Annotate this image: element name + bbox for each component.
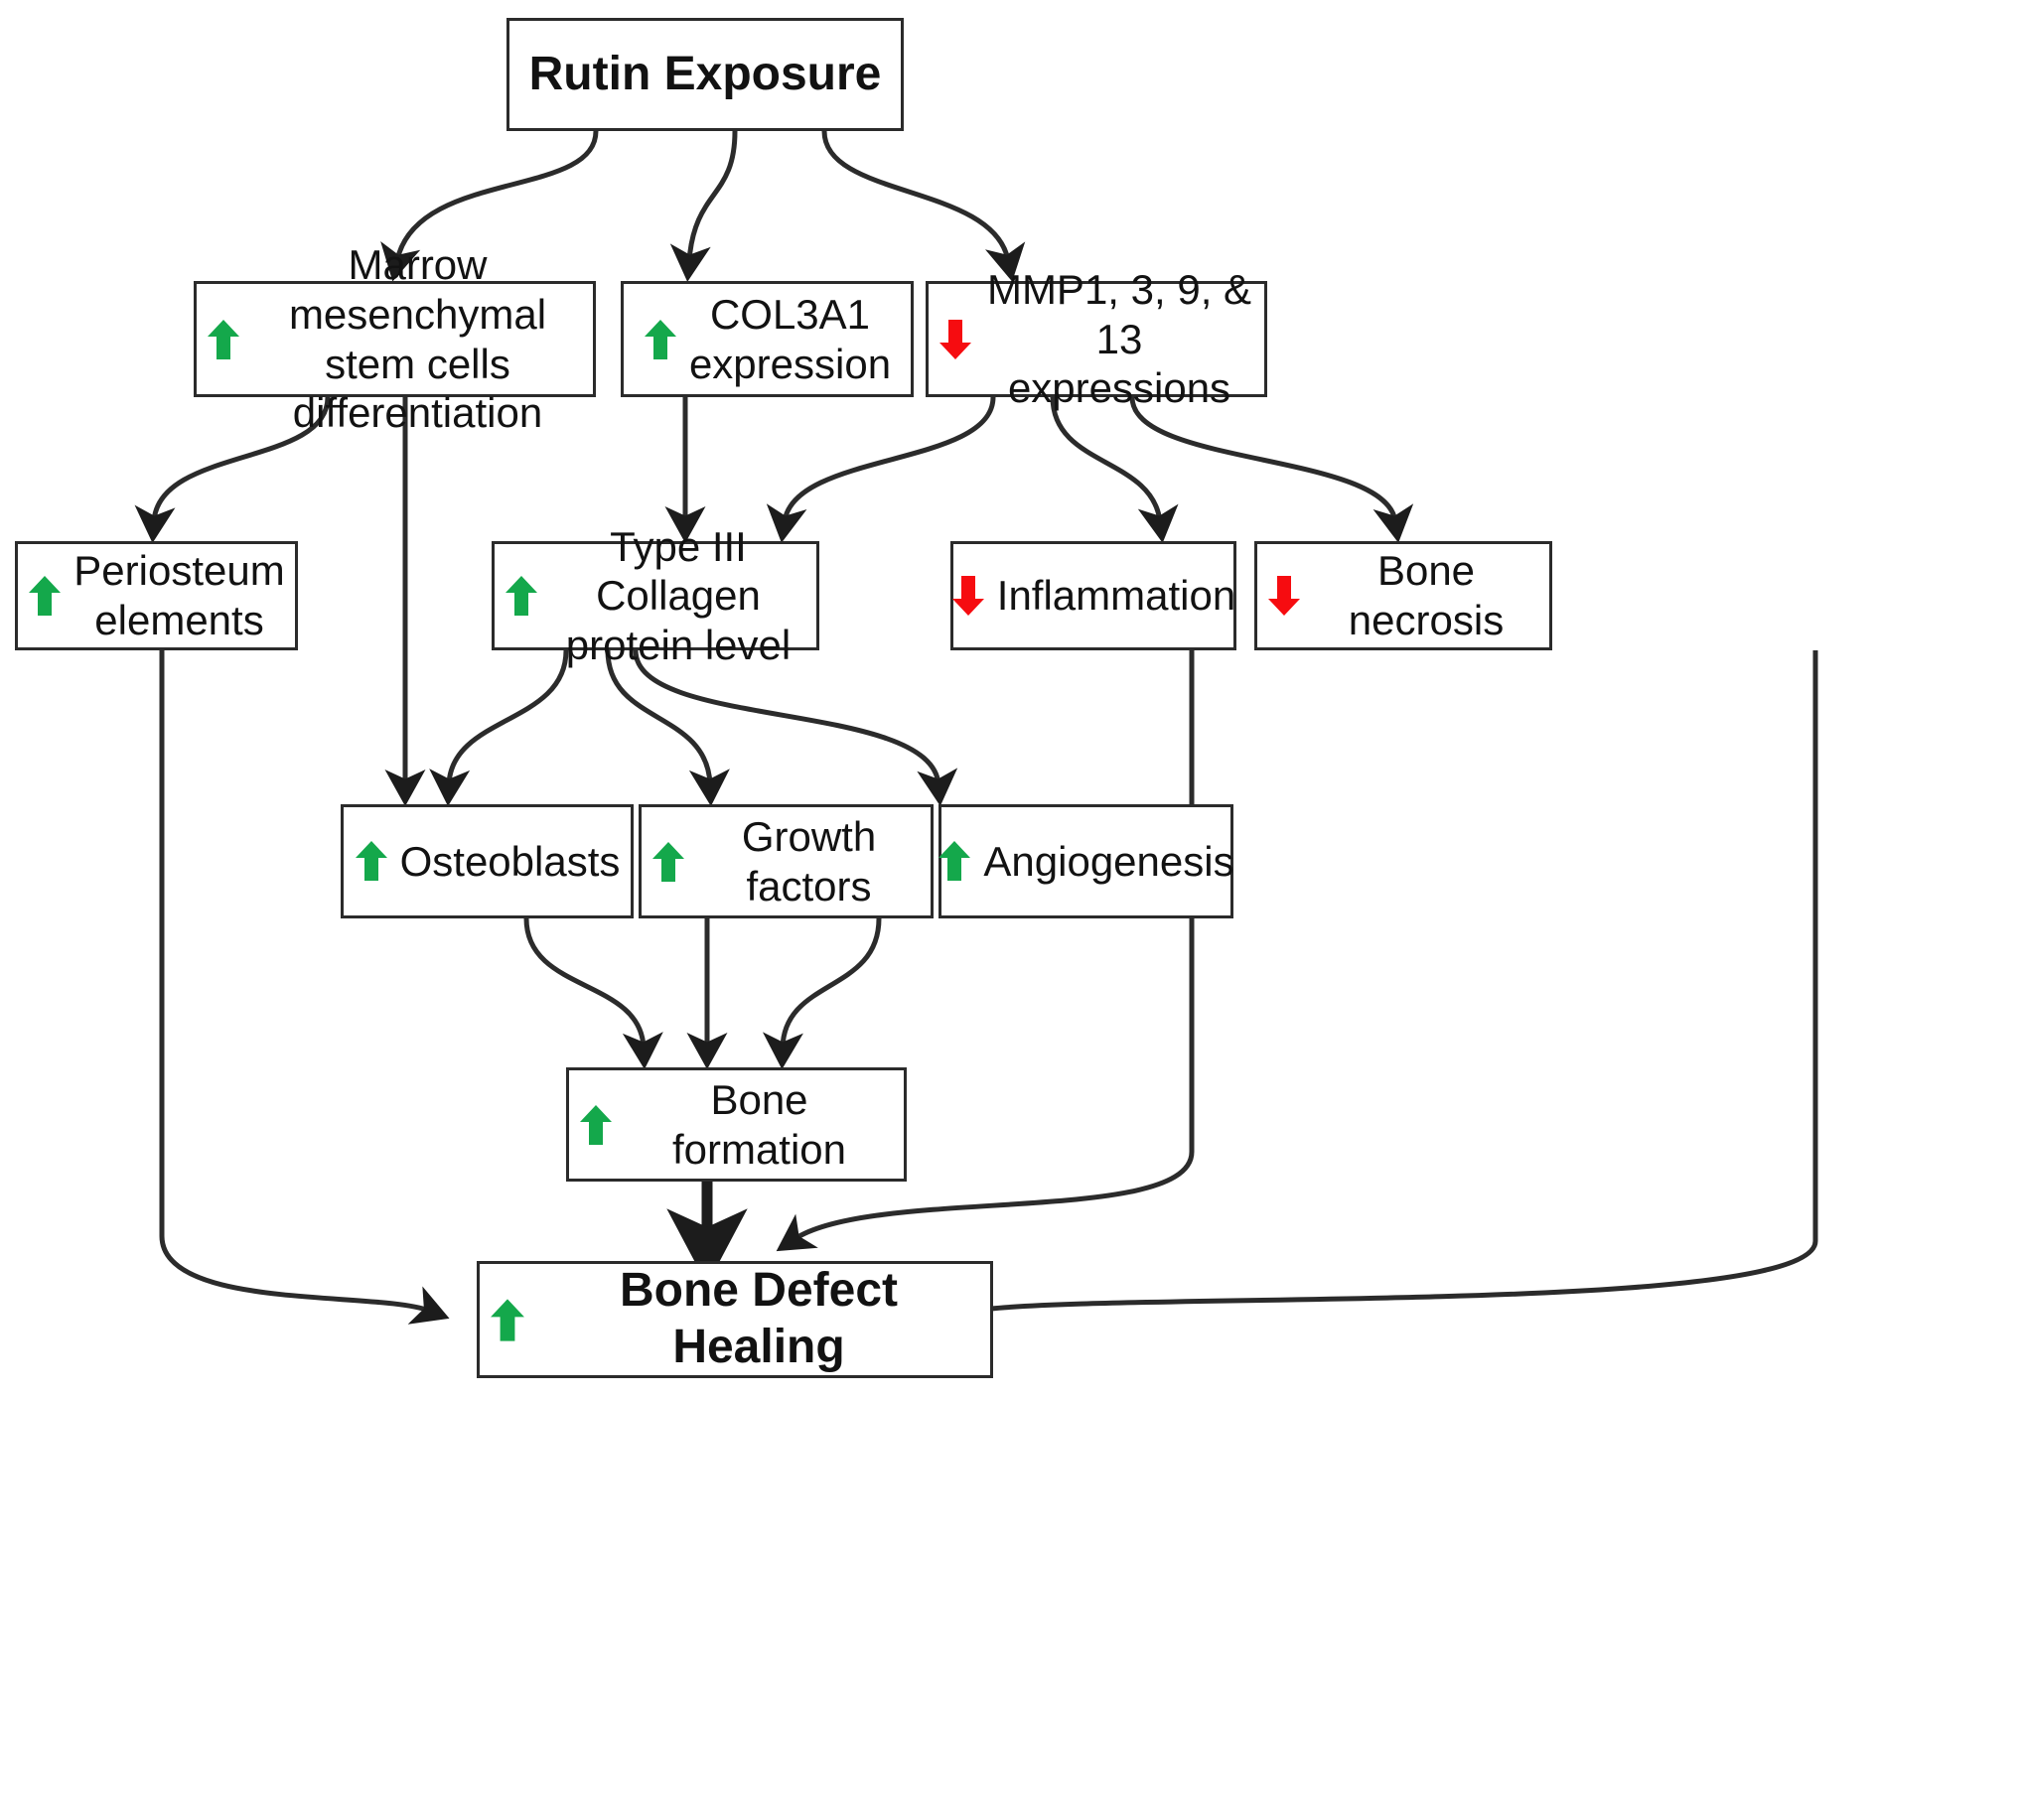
edge-necrosis-to-healing — [951, 650, 1818, 1330]
node-angiogenesis-label: Angiogenesis — [983, 837, 1234, 885]
node-bone-necrosis-label: Bone necrosis — [1348, 547, 1505, 643]
node-marrow-msc-label: Marrow mesenchymal stem cells differenti… — [288, 241, 547, 437]
node-bone-formation[interactable]: Bone formation — [566, 1067, 907, 1182]
node-angiogenesis[interactable]: Angiogenesis — [938, 804, 1234, 918]
red-down-arrow-icon — [938, 319, 972, 360]
edge-rutin-to-col3a1 — [669, 130, 738, 282]
node-bone-defect-healing-label: Bone Defect Healing — [619, 1264, 899, 1373]
edge-osteoblasts-to-formation — [523, 917, 663, 1069]
edge-mmp-to-necrosis — [1129, 396, 1414, 543]
edge-inflammation-to-healing — [776, 650, 1195, 1252]
edge-periosteum-to-healing — [159, 650, 450, 1325]
node-growth-factors[interactable]: Growth factors — [639, 804, 934, 918]
node-growth-factors-label: Growth factors — [741, 812, 877, 910]
edge-mmp-to-inflammation — [1050, 396, 1179, 543]
node-osteoblasts-label: Osteoblasts — [399, 837, 621, 885]
node-type3-collagen-label: Type III Collagen protein level — [565, 522, 792, 668]
edge-collagen-to-osteoblasts — [429, 649, 569, 806]
node-rutin-exposure[interactable]: Rutin Exposure — [506, 18, 904, 131]
green-up-arrow-icon — [579, 1104, 613, 1146]
edge-angiogenesis-to-formation — [762, 917, 882, 1069]
node-rutin-exposure-label: Rutin Exposure — [528, 47, 882, 100]
edge-rutin-to-marrow — [380, 130, 599, 282]
node-marrow-msc[interactable]: Marrow mesenchymal stem cells differenti… — [194, 241, 596, 436]
node-bone-defect-healing[interactable]: Bone Defect Healing — [477, 1261, 993, 1378]
node-col3a1[interactable]: COL3A1 expression — [621, 281, 914, 397]
red-down-arrow-icon — [951, 575, 985, 617]
edge-collagen-to-growth — [605, 649, 730, 806]
green-up-arrow-icon — [644, 319, 677, 360]
node-bone-formation-label: Bone formation — [671, 1075, 847, 1173]
node-mmp[interactable]: MMP1, 3, 9, & 13 expressions — [926, 266, 1267, 411]
red-down-arrow-icon — [1267, 575, 1301, 617]
edge-collagen-to-angiogenesis — [633, 649, 958, 806]
green-up-arrow-icon — [651, 841, 685, 883]
node-type3-collagen[interactable]: Type III Collagen protein level — [492, 523, 819, 668]
node-col3a1-label: COL3A1 expression — [688, 290, 892, 387]
green-up-arrow-icon — [207, 319, 240, 360]
node-bone-necrosis[interactable]: Bone necrosis — [1254, 541, 1552, 650]
node-mmp-label: MMP1, 3, 9, & 13 expressions — [986, 266, 1252, 412]
edge-mmp-to-collagen — [766, 396, 996, 543]
node-periosteum[interactable]: Periosteum elements — [15, 541, 298, 650]
edge-marrow-to-periosteum — [134, 396, 331, 543]
node-periosteum-label: Periosteum elements — [73, 547, 285, 643]
node-osteoblasts[interactable]: Osteoblasts — [341, 804, 634, 918]
node-inflammation-label: Inflammation — [996, 572, 1236, 620]
green-up-arrow-icon — [355, 840, 388, 882]
edge-rutin-to-mmp — [821, 130, 1026, 282]
green-up-arrow-icon — [505, 575, 538, 617]
green-up-arrow-icon — [490, 1298, 525, 1342]
green-up-arrow-icon — [28, 575, 62, 617]
green-up-arrow-icon — [938, 840, 971, 882]
node-inflammation[interactable]: Inflammation — [950, 541, 1236, 650]
